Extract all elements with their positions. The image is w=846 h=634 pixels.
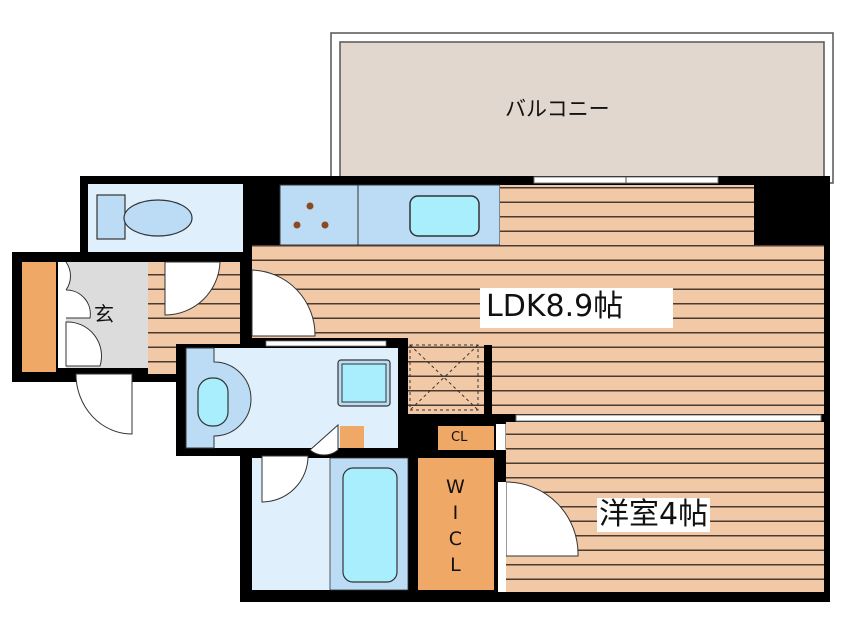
toilet-tank-icon	[96, 194, 126, 240]
balcony-label: バルコニー	[505, 97, 610, 121]
stove-burner-icon	[293, 221, 301, 229]
front-door	[75, 373, 133, 435]
entrance-label: 玄	[94, 302, 114, 326]
ldk-door	[251, 269, 316, 337]
sliding-door	[515, 414, 822, 422]
wic-label: W I C L	[446, 476, 465, 576]
bathroom	[252, 423, 409, 591]
closet-label: CL	[451, 430, 468, 445]
toilet-room	[88, 184, 243, 252]
western-room-label: 洋室4帖	[597, 497, 711, 532]
toilet-bowl-icon	[123, 199, 193, 237]
stove-burner-icon	[306, 202, 314, 210]
storage	[418, 422, 510, 590]
balcony	[330, 32, 834, 184]
ldk-label: LDK8.9帖	[480, 288, 674, 328]
sink-icon	[409, 195, 480, 237]
washbasin-icon	[197, 377, 229, 427]
stove-burner-icon	[321, 221, 329, 229]
entrance-area	[22, 261, 316, 435]
kitchen	[279, 184, 501, 246]
room-door	[505, 481, 579, 557]
bathtub-icon	[342, 467, 398, 583]
washroom	[185, 340, 398, 449]
